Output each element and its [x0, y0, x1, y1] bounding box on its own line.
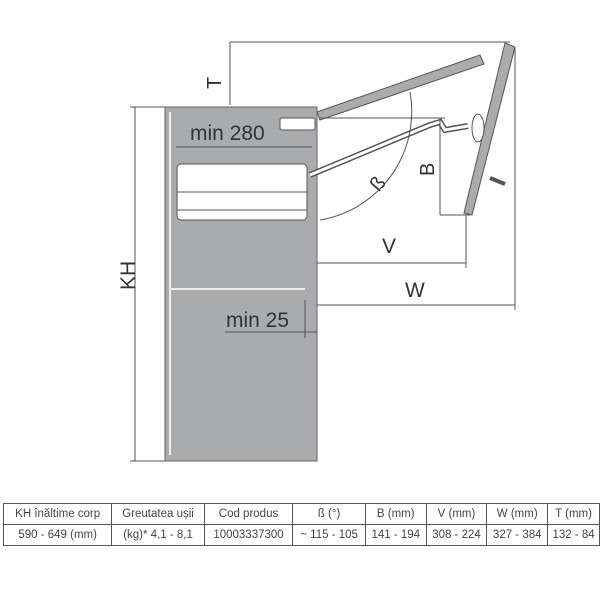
cell-beta: ~ 115 - 105: [292, 524, 366, 546]
cell-t: 132 - 84: [547, 524, 600, 546]
top-panel: [316, 54, 485, 121]
cell-b: 141 - 194: [364, 524, 427, 546]
label-beta: ß: [366, 172, 391, 196]
label-min280: min 280: [190, 122, 265, 145]
header-cell: V (mm): [425, 503, 488, 525]
label-kh: KH: [117, 261, 140, 290]
label-t: T: [204, 77, 226, 89]
cell-w: 327 - 384: [486, 524, 549, 546]
beta-arc: [319, 91, 413, 221]
header-cell: B (mm): [364, 503, 427, 525]
handle: [489, 176, 506, 186]
header-cell: Cod produs: [203, 503, 294, 525]
table-row: 590 - 649 (mm) (kg)* 4,1 - 8,1 100033373…: [2, 524, 600, 546]
cell-kh: 590 - 649 (mm): [2, 524, 113, 546]
cell-weight: (kg)* 4,1 - 8,1: [111, 524, 205, 546]
hinge: [279, 117, 316, 131]
label-v: V: [382, 235, 396, 258]
header-cell: Greutatea ușii: [111, 503, 205, 525]
spec-table: KH înăltime corp Greutatea ușii Cod prod…: [2, 503, 600, 546]
label-w: W: [405, 279, 425, 302]
open-door: [463, 42, 516, 216]
cell-v: 308 - 224: [425, 524, 488, 546]
header-cell: W (mm): [486, 503, 549, 525]
label-min25: min 25: [226, 309, 289, 332]
door-bracket: [471, 113, 485, 143]
header-cell: KH înăltime corp: [2, 503, 113, 525]
technical-drawing: T min 280 KH B ß V W min 25: [117, 41, 516, 462]
label-b: B: [417, 163, 439, 176]
cabinet-body: [164, 106, 318, 462]
cell-code: 10003337300: [203, 524, 294, 546]
header-cell: ß (°): [292, 503, 366, 525]
table-header-row: KH înăltime corp Greutatea ușii Cod prod…: [2, 503, 600, 525]
header-cell: T (mm): [547, 503, 600, 525]
